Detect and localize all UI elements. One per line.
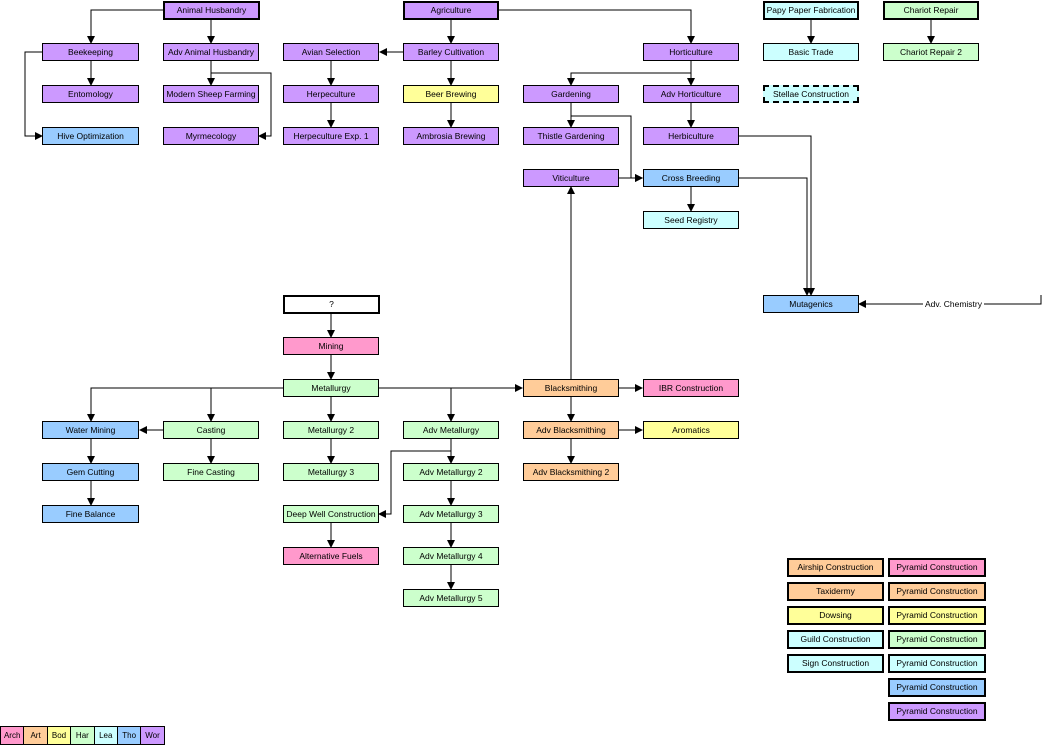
node-alternative-fuels[interactable]: Alternative Fuels <box>283 547 379 565</box>
node-gardening[interactable]: Gardening <box>523 85 619 103</box>
node-gem-cutting[interactable]: Gem Cutting <box>42 463 139 481</box>
node-dowsing[interactable]: Dowsing <box>787 606 884 625</box>
node-adv-metallurgy[interactable]: Adv Metallurgy <box>403 421 499 439</box>
node-ibr-construction[interactable]: IBR Construction <box>643 379 739 397</box>
node-adv-metallurgy-3[interactable]: Adv Metallurgy 3 <box>403 505 499 523</box>
node-horticulture[interactable]: Horticulture <box>643 43 739 61</box>
node-modern-sheep-farming[interactable]: Modern Sheep Farming <box>163 85 259 103</box>
node-fine-casting[interactable]: Fine Casting <box>163 463 259 481</box>
node-barley-cultivation[interactable]: Barley Cultivation <box>403 43 499 61</box>
node-metallurgy-3[interactable]: Metallurgy 3 <box>283 463 379 481</box>
color-legend: Arch Art Bod Har Lea Tho Wor <box>0 726 165 745</box>
node-pyramid-construction-art[interactable]: Pyramid Construction <box>888 582 986 601</box>
node-cross-breeding[interactable]: Cross Breeding <box>643 169 739 187</box>
node-entomology[interactable]: Entomology <box>42 85 139 103</box>
node-chariot-repair-2[interactable]: Chariot Repair 2 <box>883 43 979 61</box>
node-adv-metallurgy-2[interactable]: Adv Metallurgy 2 <box>403 463 499 481</box>
node-ambrosia-brewing[interactable]: Ambrosia Brewing <box>403 127 499 145</box>
node-fine-balance[interactable]: Fine Balance <box>42 505 139 523</box>
node-blacksmithing[interactable]: Blacksmithing <box>523 379 619 397</box>
node-thistle-gardening[interactable]: Thistle Gardening <box>523 127 619 145</box>
node-pyramid-construction-arch[interactable]: Pyramid Construction <box>888 558 986 577</box>
node-agriculture[interactable]: Agriculture <box>403 1 499 20</box>
node-mutagenics[interactable]: Mutagenics <box>763 295 859 313</box>
node-chariot-repair[interactable]: Chariot Repair <box>883 1 979 20</box>
node-adv-horticulture[interactable]: Adv Horticulture <box>643 85 739 103</box>
node-adv-animal-husbandry[interactable]: Adv Animal Husbandry <box>163 43 259 61</box>
node-pyramid-construction-bod[interactable]: Pyramid Construction <box>888 606 986 625</box>
node-beer-brewing[interactable]: Beer Brewing <box>403 85 499 103</box>
node-avian-selection[interactable]: Avian Selection <box>283 43 379 61</box>
node-pyramid-construction-tho[interactable]: Pyramid Construction <box>888 678 986 697</box>
legend-item-lea[interactable]: Lea <box>93 726 118 745</box>
node-airship-construction[interactable]: Airship Construction <box>787 558 884 577</box>
legend-item-arch[interactable]: Arch <box>0 726 25 745</box>
legend-item-art[interactable]: Art <box>23 726 48 745</box>
node-adv-blacksmithing[interactable]: Adv Blacksmithing <box>523 421 619 439</box>
node-metallurgy[interactable]: Metallurgy <box>283 379 379 397</box>
node-unknown[interactable]: ? <box>283 295 380 314</box>
node-pyramid-construction-wor[interactable]: Pyramid Construction <box>888 702 986 721</box>
node-hive-optimization[interactable]: Hive Optimization <box>42 127 139 145</box>
label-adv-chemistry: Adv. Chemistry <box>923 299 984 309</box>
node-stellae-construction[interactable]: Stellae Construction <box>763 85 859 103</box>
node-herpeculture[interactable]: Herpeculture <box>283 85 379 103</box>
node-guild-construction[interactable]: Guild Construction <box>787 630 884 649</box>
node-basic-trade[interactable]: Basic Trade <box>763 43 859 61</box>
legend-item-tho[interactable]: Tho <box>116 726 142 745</box>
node-animal-husbandry[interactable]: Animal Husbandry <box>163 1 260 20</box>
node-casting[interactable]: Casting <box>163 421 259 439</box>
node-adv-blacksmithing-2[interactable]: Adv Blacksmithing 2 <box>523 463 619 481</box>
node-deep-well-construction[interactable]: Deep Well Construction <box>283 505 379 523</box>
node-taxidermy[interactable]: Taxidermy <box>787 582 884 601</box>
node-herbiculture[interactable]: Herbiculture <box>643 127 739 145</box>
node-water-mining[interactable]: Water Mining <box>42 421 139 439</box>
node-herpeculture-exp-1[interactable]: Herpeculture Exp. 1 <box>283 127 379 145</box>
node-pyramid-construction-lea[interactable]: Pyramid Construction <box>888 654 986 673</box>
node-seed-registry[interactable]: Seed Registry <box>643 211 739 229</box>
node-mining[interactable]: Mining <box>283 337 379 355</box>
legend-item-wor[interactable]: Wor <box>140 726 165 745</box>
node-beekeeping[interactable]: Beekeeping <box>42 43 139 61</box>
node-aromatics[interactable]: Aromatics <box>643 421 739 439</box>
node-sign-construction[interactable]: Sign Construction <box>787 654 884 673</box>
node-papy-paper-fabrication[interactable]: Papy Paper Fabrication <box>763 1 859 20</box>
legend-item-bod[interactable]: Bod <box>46 726 72 745</box>
node-viticulture[interactable]: Viticulture <box>523 169 619 187</box>
node-adv-metallurgy-5[interactable]: Adv Metallurgy 5 <box>403 589 499 607</box>
node-metallurgy-2[interactable]: Metallurgy 2 <box>283 421 379 439</box>
node-adv-metallurgy-4[interactable]: Adv Metallurgy 4 <box>403 547 499 565</box>
node-myrmecology[interactable]: Myrmecology <box>163 127 259 145</box>
legend-item-har[interactable]: Har <box>70 726 95 745</box>
node-pyramid-construction-har[interactable]: Pyramid Construction <box>888 630 986 649</box>
